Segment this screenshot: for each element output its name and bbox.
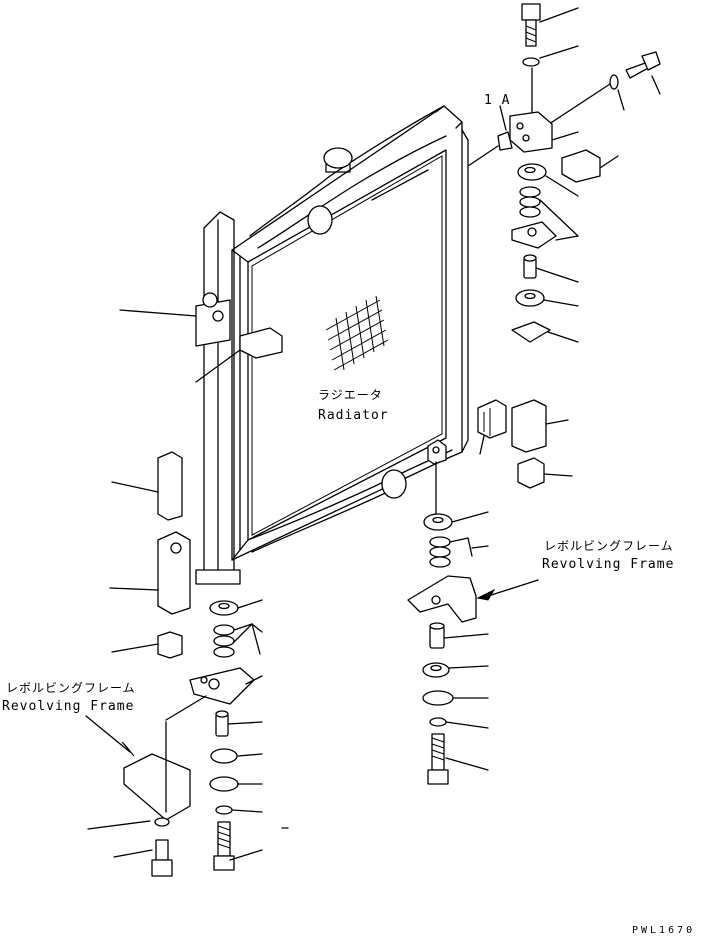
lockwasher-left bbox=[215, 805, 233, 815]
radiator-label-jp: ラジエータ bbox=[318, 388, 383, 402]
spacer-bar bbox=[157, 451, 183, 521]
cushion-left bbox=[210, 748, 238, 764]
revolving-frame-left bbox=[123, 753, 191, 821]
mount-post bbox=[157, 531, 191, 615]
bolt-under-frame-left bbox=[155, 839, 169, 861]
washer-under-frame-left bbox=[154, 817, 170, 827]
core-mesh-icon bbox=[325, 295, 389, 371]
view-ref-label: 1 A bbox=[484, 93, 510, 108]
revolving-frame-right bbox=[407, 575, 477, 623]
arrow-left-frame bbox=[121, 741, 135, 757]
radiator-label-en: Radiator bbox=[318, 408, 389, 423]
left-mount-bolt bbox=[202, 292, 218, 308]
stopper-block bbox=[157, 631, 183, 659]
clip-1a bbox=[497, 131, 513, 151]
bolt-left-head bbox=[213, 855, 235, 871]
upper-bracket bbox=[509, 111, 553, 153]
frame-left-label-jp: レボルビングフレーム bbox=[6, 681, 136, 695]
bolt-top-head bbox=[521, 3, 541, 21]
damper-block-small bbox=[477, 399, 507, 439]
radiator-outlet bbox=[381, 469, 407, 499]
washer-left bbox=[209, 776, 239, 792]
rubber-pad-left bbox=[239, 327, 283, 359]
rubber-pad-upper bbox=[561, 149, 601, 183]
bolt-right-head bbox=[427, 769, 449, 785]
frame-right-label-en: Revolving Frame bbox=[542, 557, 674, 572]
mount-bracket-left bbox=[189, 667, 255, 705]
washer-top bbox=[522, 57, 540, 67]
plate-lower bbox=[511, 321, 551, 343]
radiator-filler-neck bbox=[307, 205, 333, 235]
left-mount-block bbox=[195, 299, 231, 347]
washer-side bbox=[609, 74, 619, 90]
frame-right-label-jp: レボルビングフレーム bbox=[544, 539, 674, 553]
lockwasher-right bbox=[429, 717, 447, 727]
radiator-cap bbox=[323, 147, 353, 169]
drawing-code: PWL1670 bbox=[632, 925, 695, 936]
washer-right bbox=[422, 690, 454, 706]
stopper-block-right bbox=[517, 457, 545, 489]
radiator-core bbox=[247, 149, 447, 541]
left-support-bar bbox=[195, 211, 241, 585]
bolt-side-head bbox=[641, 51, 661, 71]
damper-block-large bbox=[511, 399, 547, 453]
arrow-right-frame bbox=[476, 588, 496, 601]
frame-left-label-en: Revolving Frame bbox=[2, 699, 134, 714]
leader-lines bbox=[109, 7, 661, 861]
